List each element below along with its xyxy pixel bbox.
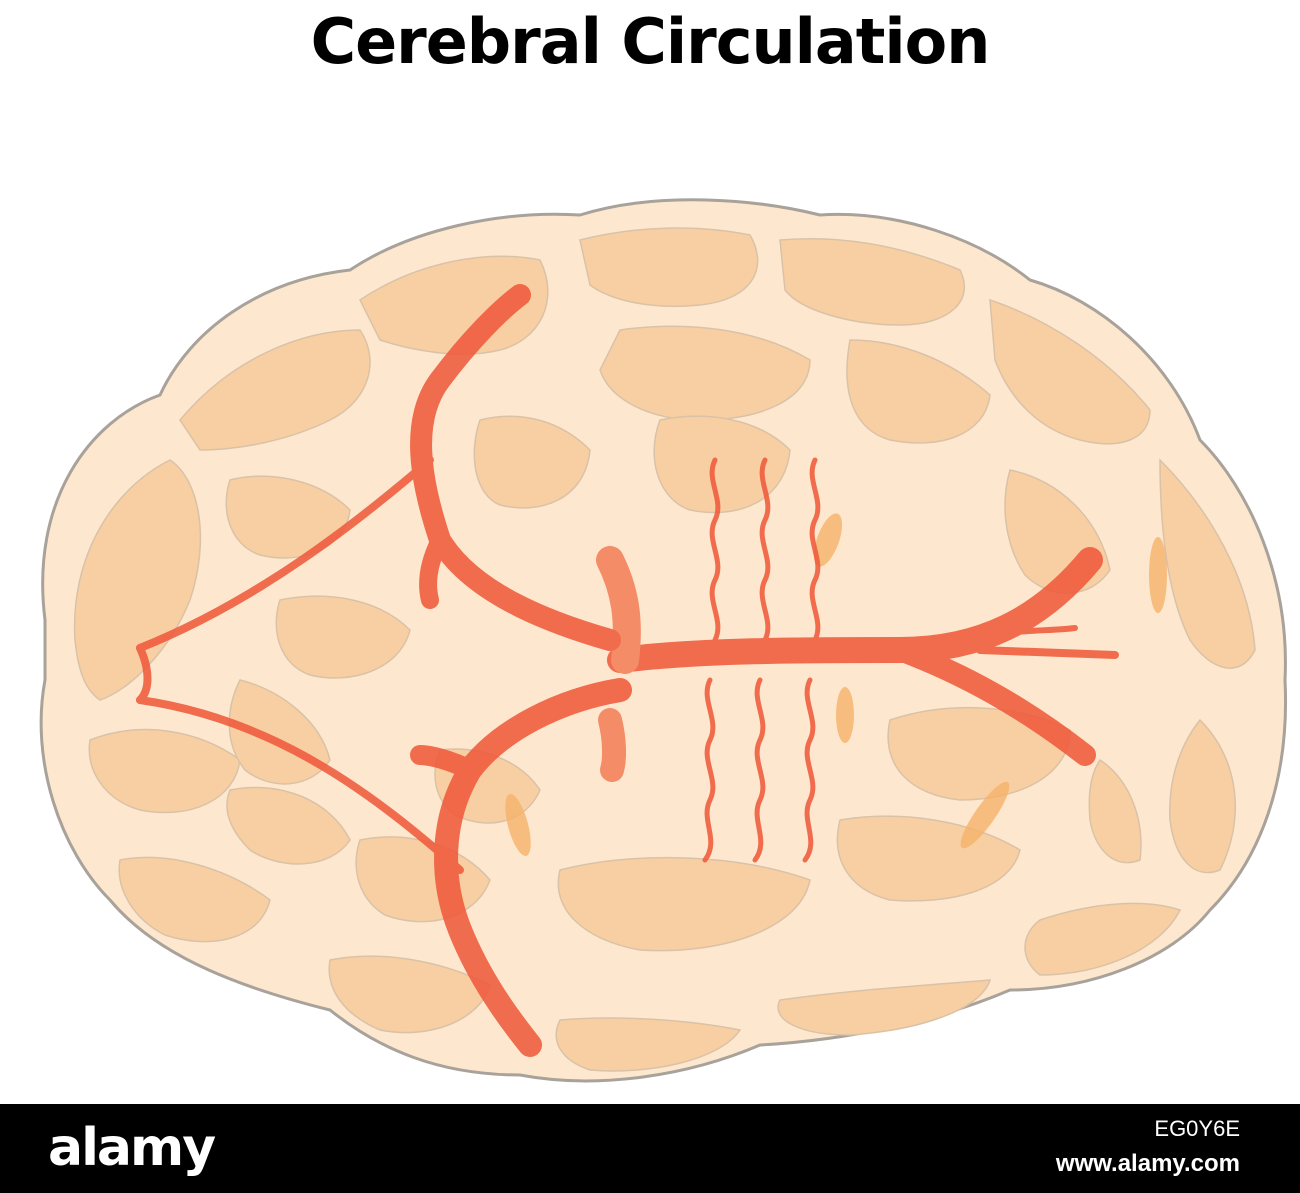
cerebral-arteries — [136, 284, 1119, 1057]
lesion-highlights — [505, 513, 1167, 857]
watermark-image-id: EG0Y6E — [1154, 1116, 1240, 1141]
watermark-url: www.alamy.com — [1055, 1150, 1240, 1177]
watermark-footer: alamy EG0Y6E www.alamy.com — [0, 1104, 1300, 1193]
brain-diagram — [39, 198, 1288, 1083]
upper-branch — [410, 284, 621, 651]
watermark-logo: alamy — [48, 1118, 216, 1178]
lower-branch — [434, 678, 632, 1057]
page-title: Cerebral Circulation — [310, 5, 991, 78]
